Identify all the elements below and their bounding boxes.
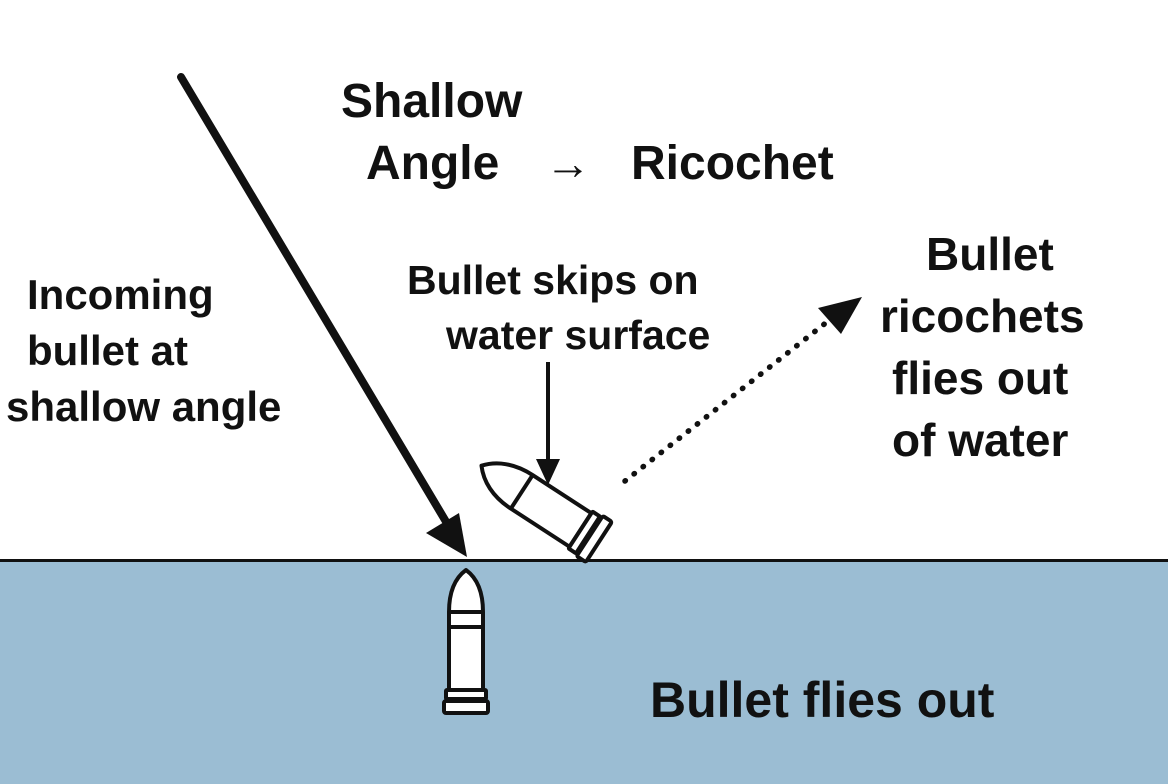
incoming-trajectory-arrow bbox=[177, 73, 467, 557]
title-angle: Angle bbox=[366, 137, 500, 190]
water-body bbox=[0, 561, 1168, 784]
submerged-bullet-icon bbox=[442, 568, 490, 715]
incoming-label-line-2: bullet at bbox=[27, 327, 189, 374]
skip-pointer-arrow bbox=[536, 362, 560, 485]
title-arrow-icon: → bbox=[545, 137, 591, 189]
ricochet-label-line-2: ricochets bbox=[880, 290, 1085, 342]
title-line-1: Shallow bbox=[341, 75, 523, 128]
ricochet-label-line-4: of water bbox=[892, 414, 1069, 466]
ricochet-label-line-1: Bullet bbox=[926, 228, 1054, 280]
skipping-bullet-icon bbox=[479, 461, 614, 564]
title-ricochet: Ricochet bbox=[631, 137, 834, 190]
incoming-label-line-3: shallow angle bbox=[6, 383, 282, 430]
skips-label-line-1: Bullet skips on bbox=[407, 257, 699, 303]
ricochet-dotted-path bbox=[622, 297, 862, 484]
incoming-label-line-1: Incoming bbox=[27, 271, 214, 318]
ricochet-label-line-3: flies out bbox=[892, 352, 1069, 404]
flies-out-label: Bullet flies out bbox=[650, 672, 995, 728]
skips-label-line-2: water surface bbox=[446, 312, 711, 358]
